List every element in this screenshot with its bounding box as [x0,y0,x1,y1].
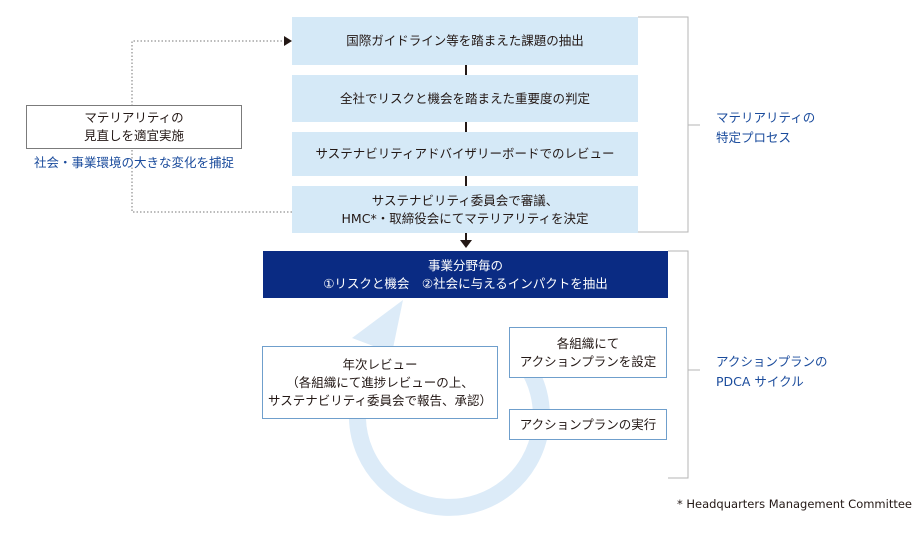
execute-action-plan-box: アクションプランの実行 [509,409,667,440]
step-committee-decision-line2: HMC*・取締役会にてマテリアリティを決定 [341,210,589,226]
step-committee-decision: サステナビリティ委員会で審議、 HMC*・取締役会にてマテリアリティを決定 [292,186,638,233]
group-label-materiality-process: マテリアリティの 特定プロセス [716,108,886,148]
step-assess-importance-label: 全社でリスクと機会を踏まえた重要度の判定 [339,90,590,106]
footnote: * Headquarters Management Committee [676,497,912,511]
bracket-top [638,16,689,233]
step-advisory-board-review-label: サステナビリティアドバイザリーボードでのレビュー [315,146,615,161]
down-arrow-icon [460,240,472,248]
set-action-plan-line1: 各組織にて [556,335,620,351]
materiality-review-line1: マテリアリティの [84,110,184,125]
group-label-materiality-line2: 特定プロセス [716,130,792,145]
business-area-extraction-line1: 事業分野毎の [427,257,503,273]
annual-review-line2: （各組織にて進捗レビューの上、 [286,374,474,390]
set-action-plan-box: 各組織にて アクションプランを設定 [509,327,667,378]
group-label-materiality-line1: マテリアリティの [716,110,816,125]
execute-action-plan-label: アクションプランの実行 [519,416,657,432]
review-caption: 社会・事業環境の大きな変化を捕捉 [33,155,234,170]
feedback-arrowhead-icon [284,36,292,46]
annual-review-line1: 年次レビュー [342,356,418,372]
step-extract-issues-label: 国際ガイドライン等を踏まえた課題の抽出 [346,33,584,48]
set-action-plan-line2: アクションプランを設定 [519,353,657,369]
annual-review-line3: サステナビリティ委員会で報告、承認） [267,392,492,408]
step-advisory-board-review: サステナビリティアドバイザリーボードでのレビュー [292,132,638,176]
bracket-bottom [668,250,689,479]
materiality-review-box: マテリアリティの 見直しを適宜実施 [26,105,242,149]
group-label-pdca-cycle: アクションプランの PDCA サイクル [716,352,886,392]
annual-review-box: 年次レビュー （各組織にて進捗レビューの上、 サステナビリティ委員会で報告、承認… [262,346,498,419]
business-area-extraction-line2: ①リスクと機会 ②社会に与えるインパクトを抽出 [323,275,608,291]
group-label-pdca-line2: PDCA サイクル [716,374,804,389]
step-extract-issues: 国際ガイドライン等を踏まえた課題の抽出 [292,17,638,65]
business-area-extraction-box: 事業分野毎の ①リスクと機会 ②社会に与えるインパクトを抽出 [263,251,668,298]
step-committee-decision-line1: サステナビリティ委員会で審議、 [371,192,559,208]
group-label-pdca-line1: アクションプランの [716,354,828,369]
step-assess-importance: 全社でリスクと機会を踏まえた重要度の判定 [292,75,638,122]
materiality-review-line2: 見直しを適宜実施 [83,128,184,143]
